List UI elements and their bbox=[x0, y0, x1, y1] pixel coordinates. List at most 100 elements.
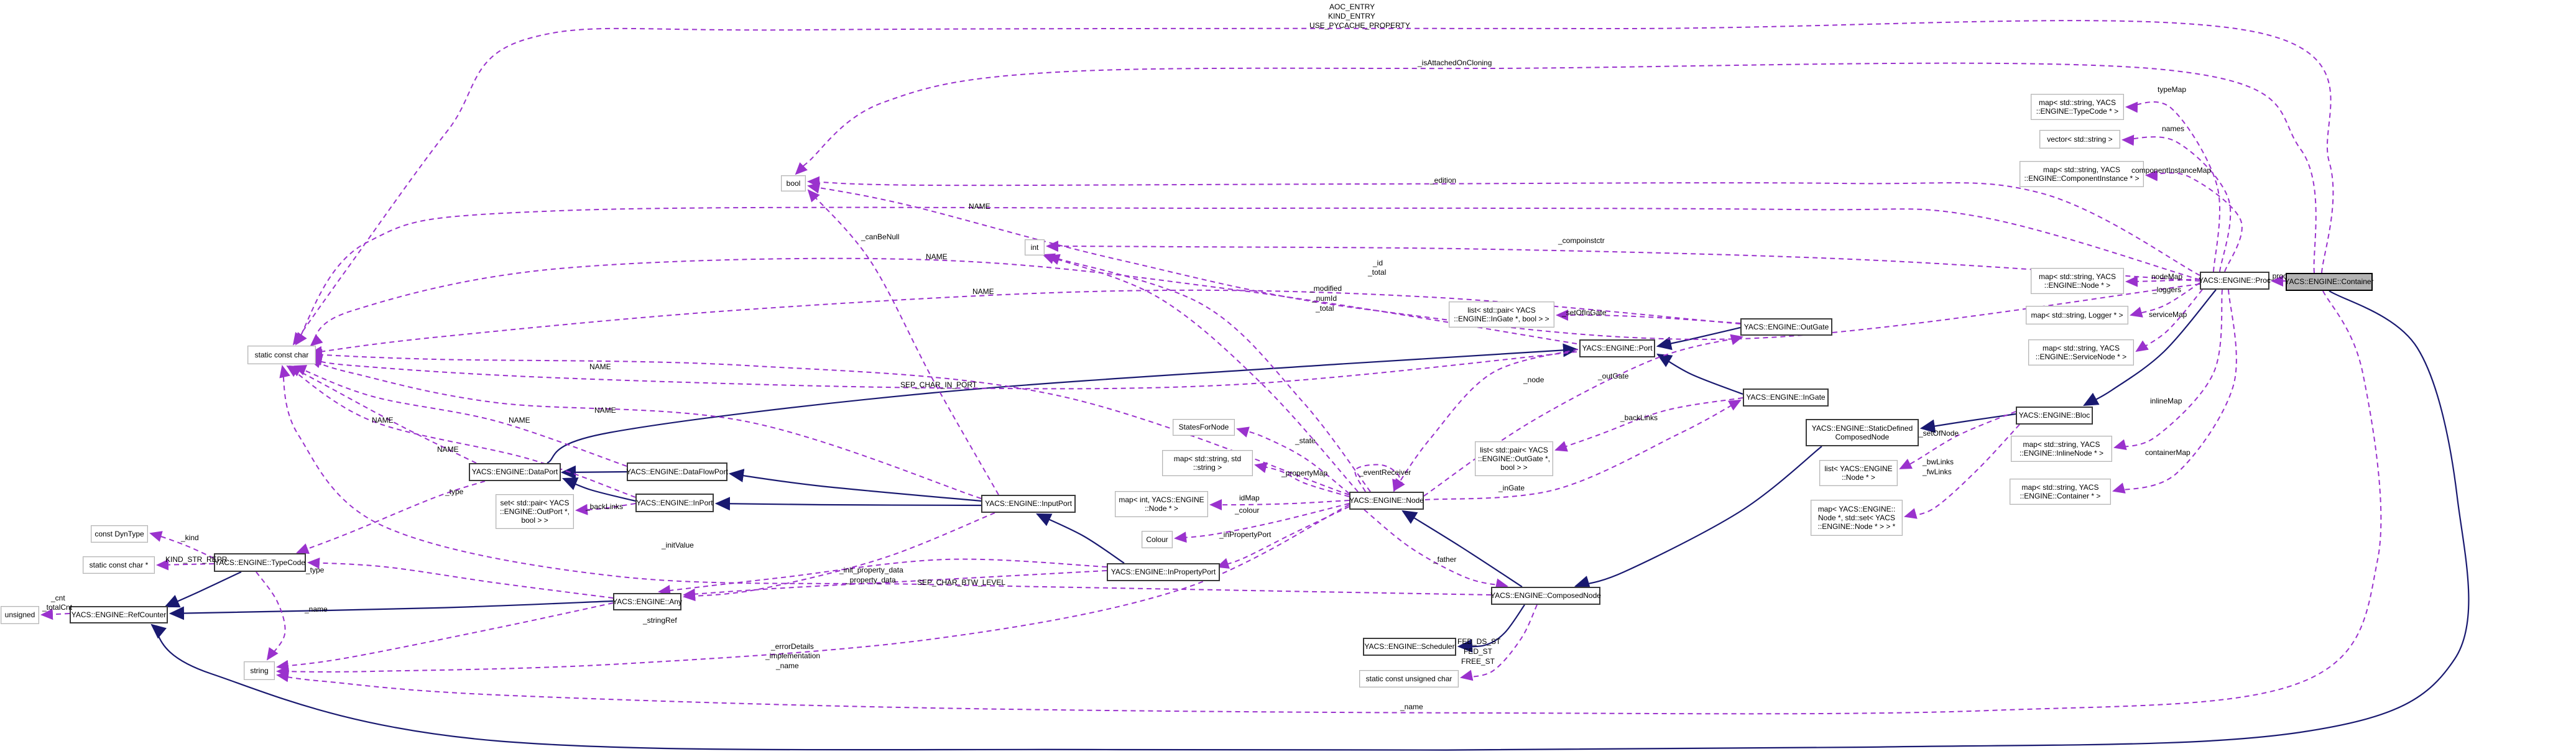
usage-edge bbox=[276, 504, 1350, 678]
usage-edge bbox=[807, 176, 2200, 276]
edge-label: _init_property_data bbox=[839, 566, 903, 574]
map-componentinstance-label: map< std::string, YACS ::ENGINE::Compone… bbox=[2024, 165, 2140, 183]
inheritance-edge bbox=[1401, 510, 1523, 587]
map-typecode-node: map< std::string, YACS ::ENGINE::TypeCod… bbox=[2031, 94, 2124, 120]
usage-edge bbox=[575, 503, 636, 515]
edge-label: _name bbox=[776, 661, 799, 670]
usage-edge bbox=[1042, 253, 1359, 492]
edge-label: _canBeNull bbox=[861, 232, 900, 241]
map-logger-node: map< std::string, Logger * > bbox=[2026, 306, 2128, 324]
inheritance-edge bbox=[561, 477, 636, 502]
usage-edge bbox=[1899, 411, 2016, 469]
inheritance-edge bbox=[1036, 513, 1125, 564]
edge-label: _compoinstctr bbox=[1558, 236, 1605, 245]
staticdefined-composednode-node[interactable]: YACS::ENGINE::StaticDefined ComposedNode bbox=[1806, 419, 1919, 446]
list-pair-outgate-node: list< std::pair< YACS ::ENGINE::OutGate … bbox=[1475, 441, 1553, 476]
refcounter-node[interactable]: YACS::ENGINE::RefCounter bbox=[70, 606, 168, 623]
usage-edge bbox=[40, 609, 70, 620]
usage-edge bbox=[276, 602, 614, 671]
edge-label: KIND_STR_REPR bbox=[165, 555, 228, 564]
usage-edge bbox=[310, 351, 1577, 390]
edge-label: inlineMap bbox=[2150, 397, 2182, 405]
dataport-label: YACS::ENGINE::DataPort bbox=[471, 467, 558, 477]
edge-label: _stringRef bbox=[643, 616, 677, 625]
map-typecode-label: map< std::string, YACS ::ENGINE::TypeCod… bbox=[2036, 98, 2119, 116]
edge-label: _name bbox=[305, 605, 328, 614]
outgate-node[interactable]: YACS::ENGINE::OutGate bbox=[1740, 318, 1832, 336]
node-node[interactable]: YACS::ENGINE::Node bbox=[1349, 492, 1424, 510]
usage-edge bbox=[2145, 170, 2243, 272]
edge-label: _type bbox=[445, 487, 464, 496]
edge-label: _type bbox=[306, 566, 325, 574]
unsigned-label: unsigned bbox=[4, 610, 35, 620]
usage-edge bbox=[149, 531, 215, 559]
inpropertyport-label: YACS::ENGINE::InPropertyPort bbox=[1110, 568, 1216, 577]
edge-label: _backLinks bbox=[1620, 413, 1658, 422]
vector-string-label: vector< std::string > bbox=[2047, 134, 2113, 144]
typecode-label: YACS::ENGINE::TypeCode bbox=[215, 558, 305, 567]
usage-edge bbox=[2135, 289, 2203, 352]
edge-label: _id bbox=[1373, 259, 1383, 267]
edge-label: _errorDetails bbox=[771, 642, 814, 651]
edge-label: _isAttachedOnCloning bbox=[1418, 58, 1492, 67]
edge-label: NAME bbox=[437, 445, 459, 454]
inport-node[interactable]: YACS::ENGINE::InPort bbox=[635, 494, 714, 512]
bool-label: bool bbox=[786, 178, 801, 188]
usage-edge bbox=[1236, 426, 1350, 494]
edge-label: _total bbox=[1368, 268, 1387, 277]
dataport-node[interactable]: YACS::ENGINE::DataPort bbox=[469, 463, 561, 481]
edge-label: serviceMap bbox=[2149, 310, 2187, 319]
inheritance-edge bbox=[1574, 446, 1822, 589]
container-label: YACS::ENGINE::Container bbox=[2284, 277, 2374, 287]
edge-label: componentInstanceMap bbox=[2131, 166, 2212, 175]
typecode-node[interactable]: YACS::ENGINE::TypeCode bbox=[214, 553, 306, 572]
inputport-node[interactable]: YACS::ENGINE::InputPort bbox=[981, 495, 1076, 513]
unsigned-node: unsigned bbox=[1, 606, 39, 624]
edge-label: _eventReceiver bbox=[1359, 468, 1411, 477]
proc-label: YACS::ENGINE::Proc bbox=[2199, 276, 2271, 285]
edge-label: FREE_ST bbox=[1461, 657, 1495, 666]
dataflowport-node[interactable]: YACS::ENGINE::DataFlowPort bbox=[626, 462, 728, 481]
inheritance-edge bbox=[1656, 353, 1743, 395]
static-const-char-label: static const char bbox=[254, 350, 309, 359]
proc-node[interactable]: YACS::ENGINE::Proc bbox=[2199, 272, 2271, 290]
dataflowport-label: YACS::ENGINE::DataFlowPort bbox=[626, 467, 728, 476]
edge-label: _loggers bbox=[2153, 285, 2182, 294]
edge-label: NAME bbox=[926, 252, 948, 261]
edge-label: KIND_ENTRY bbox=[1328, 12, 1375, 21]
usage-edge bbox=[256, 571, 286, 661]
static-const-unsigned-char-label: static const unsigned char bbox=[1365, 674, 1452, 683]
list-pair-ingate-label: list< std::pair< YACS ::ENGINE::InGate *… bbox=[1454, 305, 1549, 323]
usage-edge bbox=[807, 189, 999, 495]
const-dyntype-label: const DynType bbox=[95, 529, 144, 538]
composednode-node[interactable]: YACS::ENGINE::ComposedNode bbox=[1490, 587, 1601, 605]
composednode-label: YACS::ENGINE::ComposedNode bbox=[1490, 591, 1601, 600]
list-pair-outgate-label: list< std::pair< YACS ::ENGINE::OutGate … bbox=[1477, 445, 1551, 472]
usage-edge bbox=[1393, 349, 1579, 492]
usage-edge bbox=[310, 349, 1350, 495]
ingate-node[interactable]: YACS::ENGINE::InGate bbox=[1743, 388, 1829, 407]
statesfornode-label: StatesForNode bbox=[1178, 423, 1229, 432]
any-label: YACS::ENGINE::Any bbox=[612, 597, 682, 606]
any-node[interactable]: YACS::ENGINE::Any bbox=[612, 593, 682, 610]
scheduler-node[interactable]: YACS::ENGINE::Scheduler bbox=[1363, 638, 1456, 656]
const-dyntype-node: const DynType bbox=[91, 525, 148, 543]
edge-label: _total bbox=[1316, 304, 1334, 313]
edge-label: nodeMap bbox=[2151, 272, 2183, 281]
edge-label: _backLinks bbox=[586, 502, 624, 511]
usage-edge bbox=[308, 357, 982, 499]
inpropertyport-node[interactable]: YACS::ENGINE::InPropertyPort bbox=[1107, 563, 1220, 581]
map-string-string-label: map< std::string, std ::string > bbox=[1173, 454, 1242, 472]
colour-label: Colour bbox=[1146, 535, 1168, 544]
static-const-char-ptr-node: static const char * bbox=[83, 556, 155, 574]
edge-label: _property_data bbox=[846, 576, 896, 584]
node-label: YACS::ENGINE::Node bbox=[1349, 496, 1424, 505]
inheritance-edge bbox=[1457, 604, 1525, 653]
map-servicenode-node: map< std::string, YACS ::ENGINE::Service… bbox=[2028, 339, 2134, 366]
usage-edge bbox=[289, 366, 477, 464]
usage-edge bbox=[1554, 397, 1743, 452]
edge-label: _node bbox=[1523, 375, 1544, 384]
bloc-node[interactable]: YACS::ENGINE::Bloc bbox=[2016, 407, 2093, 425]
edge-label: _inPropertyPort bbox=[1219, 530, 1272, 539]
port-node[interactable]: YACS::ENGINE::Port bbox=[1579, 339, 1655, 357]
